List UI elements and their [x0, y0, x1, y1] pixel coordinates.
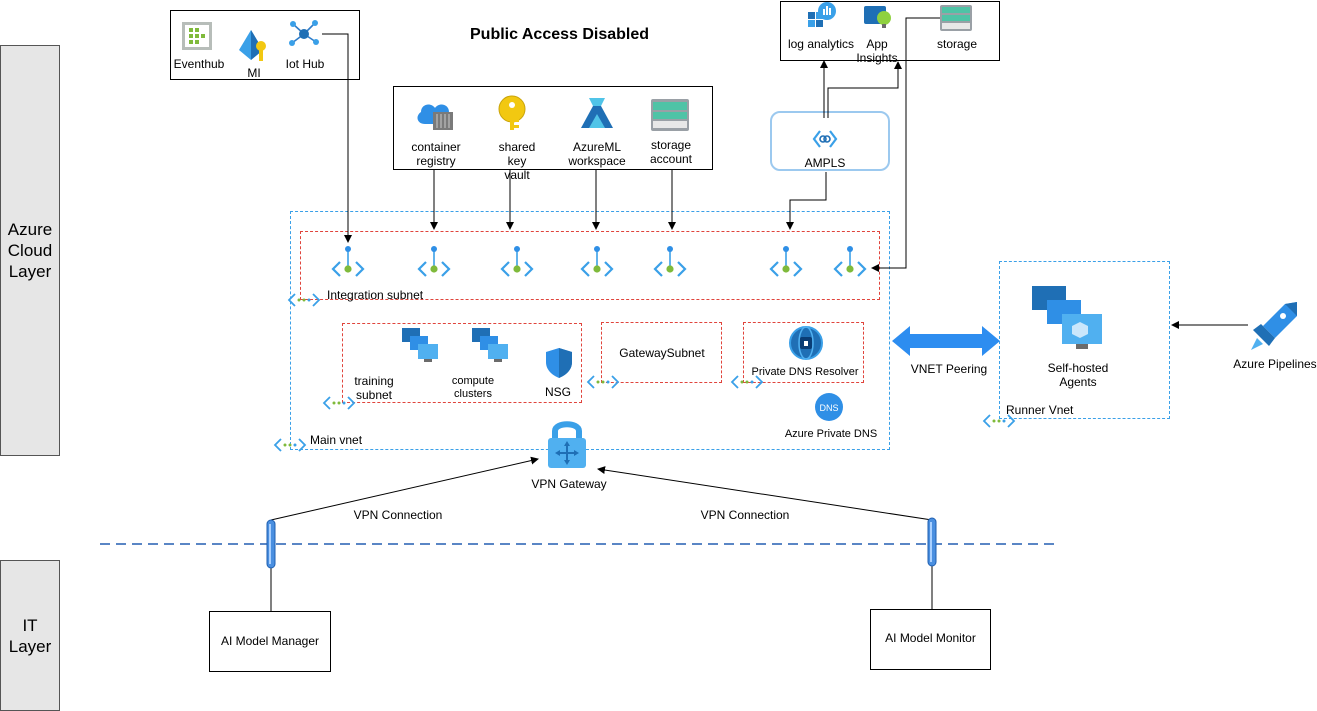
compute-vm-icon-1: [402, 328, 438, 362]
vnet-icon: [730, 375, 764, 389]
azure-pipelines-icon: [1251, 302, 1297, 350]
mi-label: MI: [247, 66, 261, 80]
dns-resolver-icon: [789, 326, 823, 360]
vpn-gateway-label: VPN Gateway: [531, 477, 607, 491]
azure-pipelines-label: Azure Pipelines: [1233, 357, 1317, 371]
ampls-icon: [812, 130, 838, 148]
eventhub-icon: [182, 22, 212, 50]
compute-vm-icon-2: [472, 328, 508, 362]
storage-account-label: storage account: [649, 138, 693, 166]
vpn-gateway-icon: [548, 421, 586, 468]
self-hosted-agents-label: Self-hosted Agents: [1047, 361, 1109, 389]
it-layer-label: IT Layer: [0, 560, 60, 711]
eventhub-label: Eventhub: [173, 57, 225, 71]
vnet-icon: [287, 293, 321, 307]
ai-model-monitor-box: [870, 609, 991, 670]
managed-identity-icon: [239, 30, 266, 61]
private-endpoint-icon: [500, 246, 534, 277]
private-endpoint-icon: [417, 246, 451, 277]
private-dns-icon: DNS: [815, 393, 843, 421]
iothub-label: Iot Hub: [285, 57, 325, 71]
private-endpoint-icon: [331, 246, 365, 277]
main-vnet-box: [290, 211, 890, 450]
vpn-connection-right-label: VPN Connection: [700, 508, 790, 522]
ai-model-manager-label: AI Model Manager: [220, 634, 320, 648]
private-endpoint-icon: [653, 246, 687, 277]
app-insights-label: App Insights: [856, 37, 898, 65]
vnet-icon: [322, 396, 356, 410]
compute-clusters-label: compute clusters: [451, 375, 495, 400]
key-vault-label: shared key vault: [498, 140, 536, 182]
vnet-icon: [982, 414, 1016, 428]
vnet-peering-label: VNET Peering: [910, 362, 988, 376]
storage-label: storage: [936, 37, 978, 51]
azure-cloud-layer-label: Azure Cloud Layer: [0, 45, 60, 456]
private-dns-label: Azure Private DNS: [784, 428, 878, 440]
training-subnet-label: training subnet: [354, 374, 394, 402]
identity-ingest-group: [170, 10, 360, 80]
vnet-icon: [273, 438, 307, 452]
vnet-icon: [586, 375, 620, 389]
svg-text:DNS: DNS: [819, 403, 838, 413]
ai-model-manager-box: [209, 611, 331, 672]
gateway-subnet-box: [601, 322, 722, 383]
private-endpoint-icon: [769, 246, 803, 277]
log-analytics-label: log analytics: [787, 37, 855, 51]
dns-resolver-subnet-box: [743, 322, 864, 383]
app-insights-icon: [864, 6, 891, 28]
storage-account-icon: [651, 99, 689, 131]
key-vault-icon: [498, 95, 526, 130]
azureml-icon: [581, 98, 613, 128]
log-analytics-icon: [808, 2, 836, 27]
ampls-label: AMPLS: [804, 156, 846, 170]
container-registry-label: container registry: [411, 140, 461, 168]
azureml-label: AzureML workspace: [568, 140, 626, 168]
iot-hub-icon: [289, 20, 319, 46]
nsg-label: NSG: [544, 385, 571, 399]
monitoring-storage-icon: [940, 5, 972, 31]
nsg-shield-icon: [546, 348, 572, 378]
diagram-title: Public Access Disabled: [470, 26, 650, 43]
dns-resolver-label: Private DNS Resolver: [751, 366, 859, 378]
main-vnet-label: Main vnet: [310, 433, 363, 447]
container-registry-icon: [417, 104, 453, 130]
gateway-subnet-label: GatewaySubnet: [619, 346, 705, 360]
integration-subnet-label: Integration subnet: [327, 288, 424, 302]
private-endpoint-icon: [580, 246, 614, 277]
self-hosted-agents-icon: [1032, 286, 1102, 349]
private-endpoint-icon: [833, 246, 867, 277]
runner-vnet-label: Runner Vnet: [1006, 403, 1074, 417]
services-group: [393, 86, 713, 170]
ai-model-monitor-label: AI Model Monitor: [885, 631, 976, 645]
vpn-connection-left-label: VPN Connection: [353, 508, 443, 522]
training-subnet-box: [342, 323, 582, 403]
